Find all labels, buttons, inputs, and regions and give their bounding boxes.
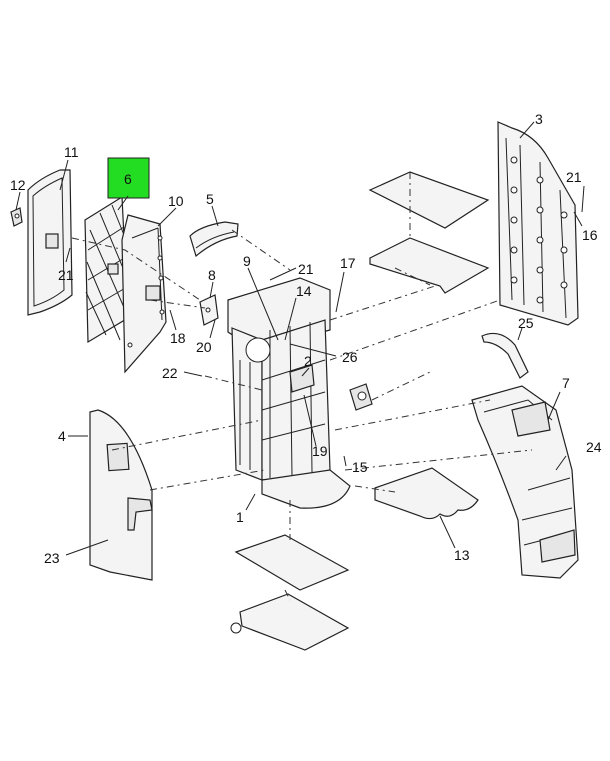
callout-21-right: 21 — [566, 169, 582, 185]
callout-26: 26 — [342, 349, 358, 365]
assembly-dashed-lines — [71, 172, 533, 601]
callout-18: 18 — [170, 330, 186, 346]
part-11-door-panel[interactable] — [27, 169, 73, 316]
callout-3: 3 — [535, 111, 543, 127]
part-23-side-trim-panel[interactable] — [89, 409, 153, 581]
callout-17: 17 — [340, 255, 356, 271]
part-10-inner-trim-panel[interactable] — [121, 214, 167, 374]
callout-16: 16 — [582, 227, 598, 243]
part-12-clip[interactable] — [10, 207, 23, 227]
upper-floor-panel[interactable] — [368, 171, 490, 229]
callout-14: 14 — [296, 283, 312, 299]
callout-25: 25 — [518, 315, 534, 331]
callout-4: 4 — [58, 428, 66, 444]
part-5-grab-handle[interactable] — [189, 221, 239, 258]
callout-7: 7 — [562, 375, 570, 391]
callout-labels: 11 12 6 10 5 21 8 9 21 17 14 18 20 26 2 … — [10, 111, 602, 566]
part-3-rear-panel[interactable] — [497, 121, 579, 326]
callout-15: 15 — [352, 459, 368, 475]
callout-24: 24 — [586, 439, 602, 455]
floor-panel-mat[interactable] — [369, 237, 490, 294]
part-1-cab-frame[interactable] — [227, 277, 373, 509]
callout-6: 6 — [124, 171, 132, 187]
callout-12: 12 — [10, 177, 26, 193]
callout-8: 8 — [208, 267, 216, 283]
highlight-box-6[interactable] — [107, 157, 150, 199]
part-7-console[interactable] — [471, 385, 579, 579]
callout-9: 9 — [243, 253, 251, 269]
callout-1: 1 — [236, 509, 244, 525]
part-13-floor-mat[interactable] — [374, 467, 479, 520]
lower-floor-panel[interactable] — [234, 534, 350, 591]
callout-21-left: 21 — [58, 267, 74, 283]
callout-13: 13 — [454, 547, 470, 563]
callout-19: 19 — [312, 443, 328, 459]
base-floor-panel[interactable] — [230, 593, 350, 651]
callout-20: 20 — [196, 339, 212, 355]
part-25-trim-strip[interactable] — [481, 332, 529, 379]
part-6-insulation-panel[interactable] — [84, 195, 129, 344]
leader-lines — [15, 121, 585, 556]
callout-2: 2 — [304, 353, 312, 369]
callout-22: 22 — [162, 365, 178, 381]
callout-11: 11 — [64, 144, 79, 160]
callout-5: 5 — [206, 191, 214, 207]
callout-23: 23 — [44, 550, 60, 566]
callout-10: 10 — [168, 193, 184, 209]
callout-21-center: 21 — [298, 261, 314, 277]
